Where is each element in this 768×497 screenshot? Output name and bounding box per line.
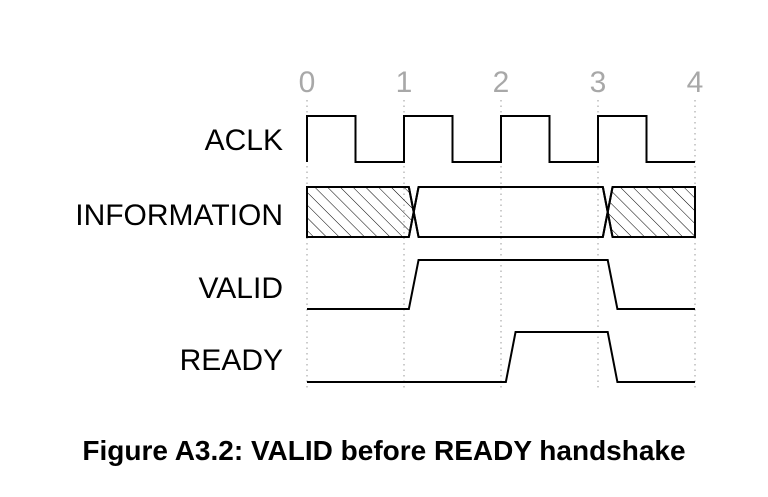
signal-label-ready: READY	[180, 344, 283, 377]
bus-invalid-region	[607, 187, 695, 237]
time-grid	[306, 100, 696, 388]
waveform-aclk	[306, 115, 695, 163]
bus-invalid-region	[307, 187, 414, 237]
logic-trace	[307, 331, 695, 383]
signal-label-aclk: ACLK	[205, 124, 283, 157]
waveform-ready	[307, 331, 695, 383]
waveform-valid	[307, 259, 695, 310]
time-tick-label: 3	[590, 66, 607, 99]
time-tick-label: 2	[493, 66, 510, 99]
time-axis-ticks: 0 1 2 3 4	[299, 66, 704, 99]
signal-labels: ACLK INFORMATION VALID READY	[75, 124, 283, 377]
signal-label-information: INFORMATION	[75, 199, 283, 232]
time-tick-label: 1	[396, 66, 413, 99]
logic-trace	[307, 259, 695, 310]
bus-transition-cross	[601, 186, 614, 238]
waveform-information	[306, 186, 696, 238]
time-tick-label: 0	[299, 66, 316, 99]
waveforms	[306, 115, 696, 383]
figure-caption: Figure A3.2: VALID before READY handshak…	[82, 435, 685, 466]
time-tick-label: 4	[687, 66, 704, 99]
clock-trace	[306, 115, 695, 163]
bus-transition-cross	[407, 186, 420, 238]
bus-valid-region	[412, 186, 609, 238]
signal-label-valid: VALID	[199, 272, 283, 305]
